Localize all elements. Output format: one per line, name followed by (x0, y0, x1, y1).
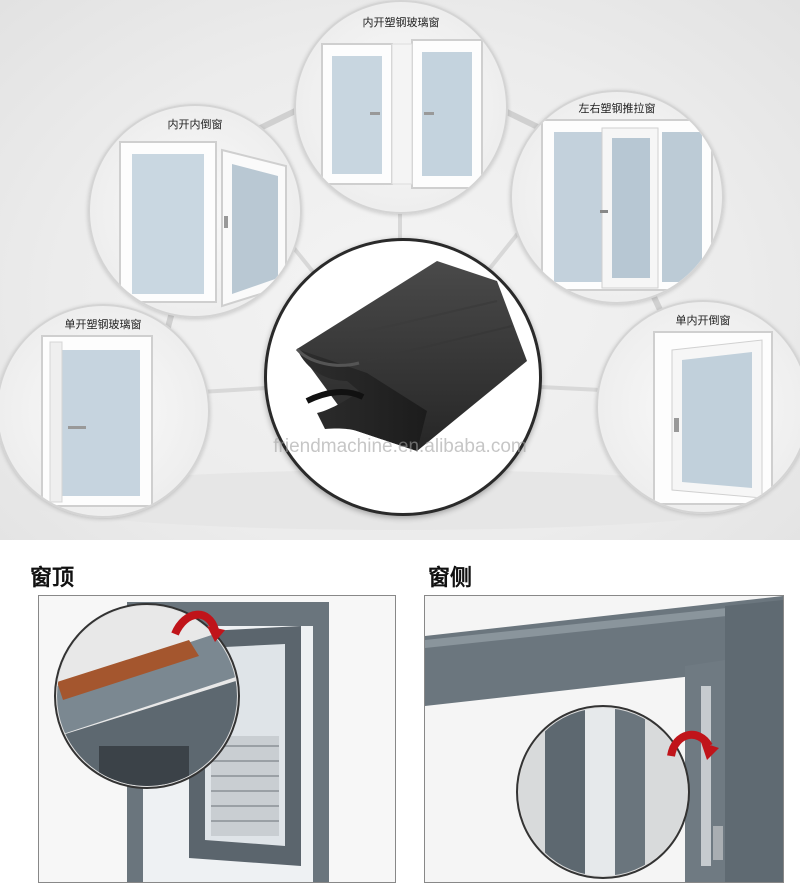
tilt-turn-window-image (119, 141, 287, 308)
window-type-label: 内开塑钢玻璃窗 (362, 16, 440, 29)
product-showcase: 内开塑钢玻璃窗 内开内倒窗 左右塑钢推拉窗 (0, 0, 800, 540)
red-arrow-icon (667, 730, 713, 758)
window-top-photo (38, 595, 396, 883)
window-type-inward-double: 内开塑钢玻璃窗 (294, 0, 508, 214)
window-type-tilt-turn: 内开内倒窗 (88, 104, 302, 318)
watermark-text: friendmachine.en.alibaba.com (273, 436, 527, 457)
window-top-illustration (39, 596, 395, 882)
double-casement-window-image (321, 39, 483, 189)
window-side-photo (424, 595, 784, 883)
top-section-label: 窗顶 (30, 566, 75, 591)
sliding-window-image (541, 119, 713, 291)
window-type-single-tilt: 单内开倒窗 (596, 300, 800, 514)
window-type-sliding: 左右塑钢推拉窗 (510, 90, 724, 304)
single-tilt-window-image (653, 331, 773, 505)
rubber-seal-strip-image (264, 238, 542, 516)
window-side-illustration (425, 596, 783, 882)
window-type-label: 左右塑钢推拉窗 (578, 102, 656, 115)
single-casement-window-image (41, 335, 153, 507)
window-type-label: 内开内倒窗 (167, 118, 223, 131)
seal-strip-graphic (295, 261, 527, 451)
window-type-single-casement: 单开塑钢玻璃窗 (0, 304, 210, 518)
window-type-label: 单内开倒窗 (675, 314, 731, 327)
window-type-label: 单开塑钢玻璃窗 (64, 318, 142, 331)
red-arrow-icon (171, 610, 219, 636)
side-section-label: 窗侧 (428, 566, 473, 591)
